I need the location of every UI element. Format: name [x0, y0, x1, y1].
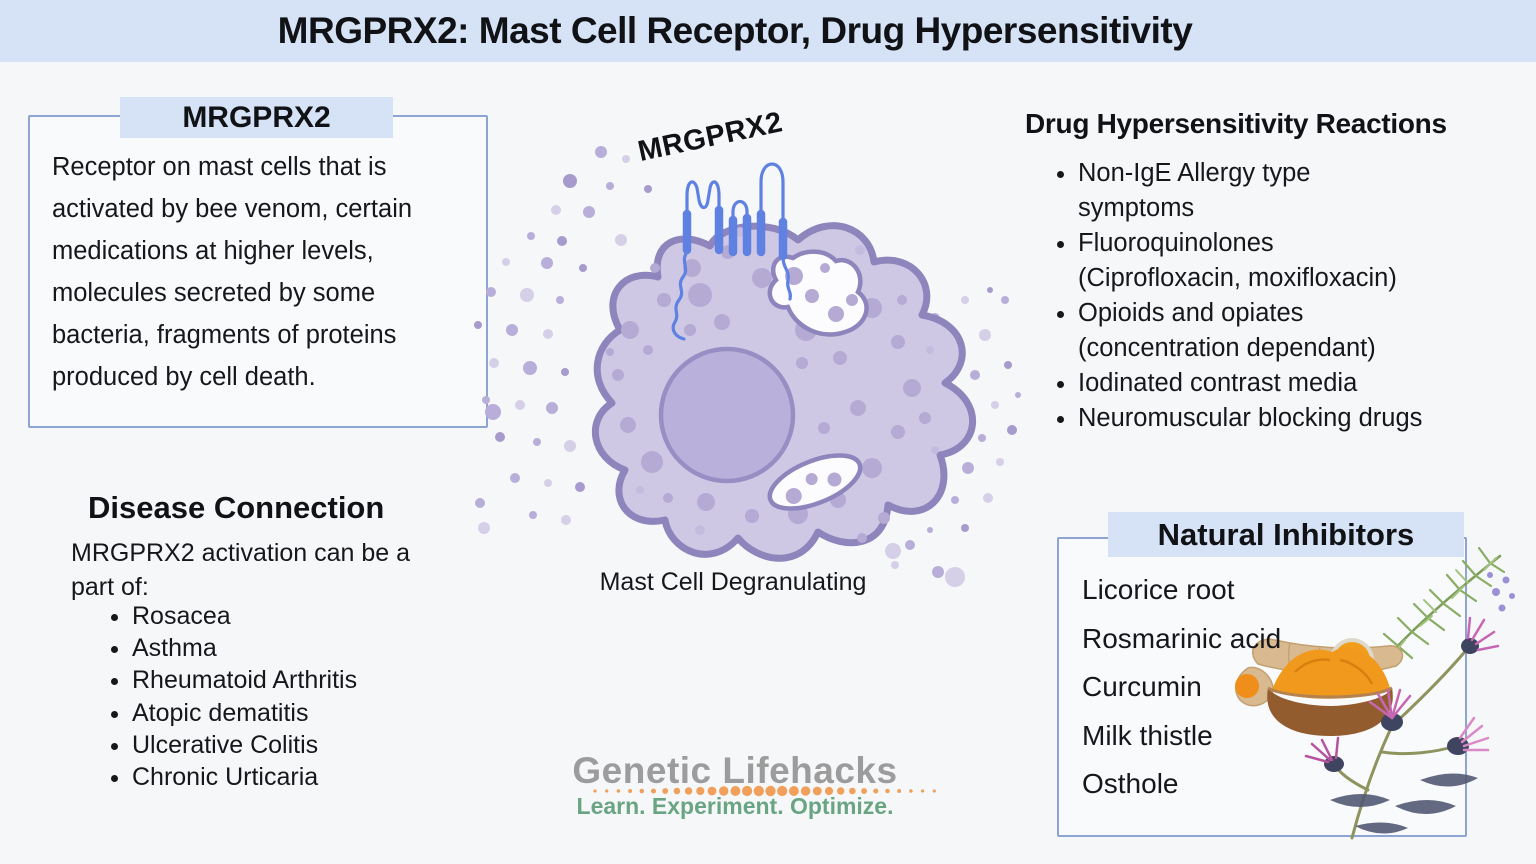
disease-item: Rosacea [132, 600, 357, 632]
natural-inhibitors-header: Natural Inhibitors [1108, 512, 1464, 557]
mrgprx2-box-header: MRGPRX2 [120, 97, 393, 138]
cell-granules [606, 245, 931, 543]
mast-cell-body [592, 222, 976, 562]
cell-nucleus [658, 346, 796, 484]
drug-reactions-heading: Drug Hypersensitivity Reactions [1025, 108, 1447, 139]
degranulation-dots-left-dark [474, 174, 652, 492]
logo-dots-divider-icon [593, 785, 936, 797]
degranulation-dots-left [475, 146, 614, 519]
disease-connection-heading: Disease Connection [88, 490, 385, 525]
degranulation-dots-right [905, 296, 1021, 578]
mrgprx2-receptor-icon [671, 162, 793, 341]
drug-reaction-item: Fluoroquinolones (Ciprofloxacin, moxiflo… [1078, 226, 1422, 296]
disease-connection-list: RosaceaAsthmaRheumatoid ArthritisAtopic … [96, 600, 357, 793]
natural-inhibitor-item: Milk thistle [1082, 719, 1213, 751]
drug-reaction-item: Iodinated contrast media [1078, 366, 1422, 401]
natural-inhibitor-item: Curcumin [1082, 671, 1202, 702]
disease-item: Asthma [132, 632, 357, 664]
drug-reaction-item: Opioids and opiates (concentration depen… [1078, 296, 1422, 366]
degranulation-dots-right-dark [914, 287, 1017, 532]
disease-item: Chronic Urticaria [132, 761, 357, 793]
receptor-label: MRGPRX2 [635, 106, 786, 169]
cell-granules-pale [636, 227, 939, 535]
degranulation-dots-right-pale [885, 296, 1004, 587]
natural-inhibitor-item: Rosmarinic acid [1082, 622, 1282, 654]
disease-item: Atopic dematitis [132, 697, 357, 729]
logo-tagline: Learn. Experiment. Optimize. [576, 793, 894, 819]
disease-item: Ulcerative Colitis [132, 729, 357, 761]
mrgprx2-definition-box [28, 115, 488, 428]
mrgprx2-box-body: Receptor on mast cells that is activated… [52, 153, 413, 391]
disease-item: Rheumatoid Arthritis [132, 664, 357, 696]
degranulation-dots-left-pale [478, 155, 630, 534]
drug-reaction-item: Neuromuscular blocking drugs [1078, 401, 1422, 436]
drug-reaction-item: Non-IgE Allergy type symptoms [1078, 156, 1422, 226]
natural-inhibitor-item: Osthole [1082, 768, 1179, 799]
disease-connection-intro: MRGPRX2 activation can be a part of: [71, 539, 411, 601]
cell-vacuole-bottom [767, 453, 863, 511]
genetic-lifehacks-logo: Genetic Lifehacks [572, 750, 898, 791]
drug-reactions-list: Non-IgE Allergy type symptomsFluoroquino… [1042, 156, 1422, 436]
natural-inhibitor-item: Licorice root [1082, 574, 1235, 605]
page-title: MRGPRX2: Mast Cell Receptor, Drug Hypers… [277, 10, 1193, 51]
title-banner [0, 0, 1536, 62]
mast-cell-caption: Mast Cell Degranulating [599, 568, 867, 596]
cell-vacuole-top [767, 249, 869, 337]
